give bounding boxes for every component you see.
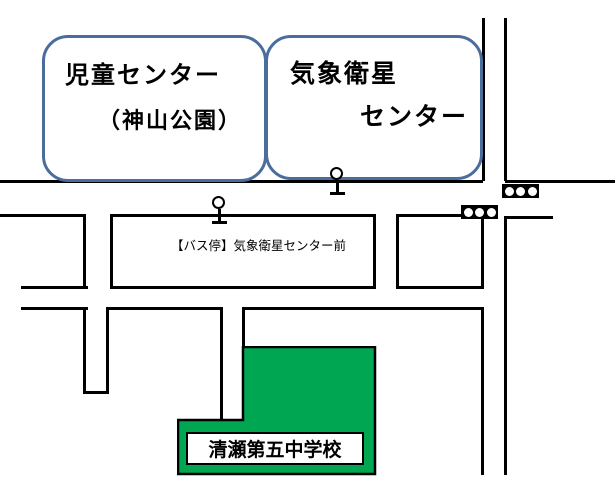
road-line <box>505 180 615 183</box>
bus-stop-base <box>211 221 227 224</box>
road-line <box>21 286 88 289</box>
traffic-light-icon <box>502 184 539 198</box>
road-line <box>504 18 507 181</box>
traffic-light-icon <box>461 205 498 219</box>
road-line <box>482 18 485 181</box>
road-line <box>106 307 223 310</box>
road-line <box>396 214 399 289</box>
road-line <box>242 307 484 310</box>
road-line <box>220 307 223 422</box>
road-line <box>106 307 109 394</box>
bus-stop-pole <box>217 209 221 222</box>
landmark-weather-satellite-center: 気象衛星 センター <box>265 35 483 180</box>
road-line <box>110 214 113 289</box>
road-line <box>505 216 553 219</box>
landmark-label: 気象衛星 <box>290 59 399 88</box>
road-line <box>373 214 376 289</box>
traffic-light-lamp <box>516 186 525 196</box>
road-line <box>396 214 484 217</box>
road-line <box>242 307 245 349</box>
road-line <box>83 307 86 394</box>
bus-stop-label: 【バス停】気象衛星センター前 <box>171 238 347 253</box>
road-line <box>0 214 86 217</box>
traffic-light-lamp <box>486 207 496 217</box>
traffic-light-lamp <box>527 186 537 196</box>
traffic-light-lamp <box>475 207 484 217</box>
bus-stop-sign-head <box>330 167 343 180</box>
traffic-light-lamp <box>504 186 514 196</box>
road-line <box>21 307 88 310</box>
bus-stop-sign-head <box>212 196 225 209</box>
traffic-light-lamp <box>463 207 473 217</box>
school-label: 清瀬第五中学校 <box>186 432 364 465</box>
road-line <box>110 214 376 217</box>
road-line <box>83 214 86 289</box>
road-line <box>83 391 109 394</box>
landmark-label: （神山公園） <box>98 109 243 134</box>
bus-stop-pole <box>335 180 339 193</box>
landmark-label: 児童センター <box>65 61 221 89</box>
landmark-label: センター <box>360 102 469 131</box>
bus-stop-base <box>329 192 345 195</box>
road-line <box>481 307 484 475</box>
road-line <box>110 286 376 289</box>
road-line <box>481 214 484 289</box>
road-line <box>504 216 507 475</box>
landmark-children-center: 児童センター （神山公園） <box>42 35 267 182</box>
road-line <box>396 286 484 289</box>
